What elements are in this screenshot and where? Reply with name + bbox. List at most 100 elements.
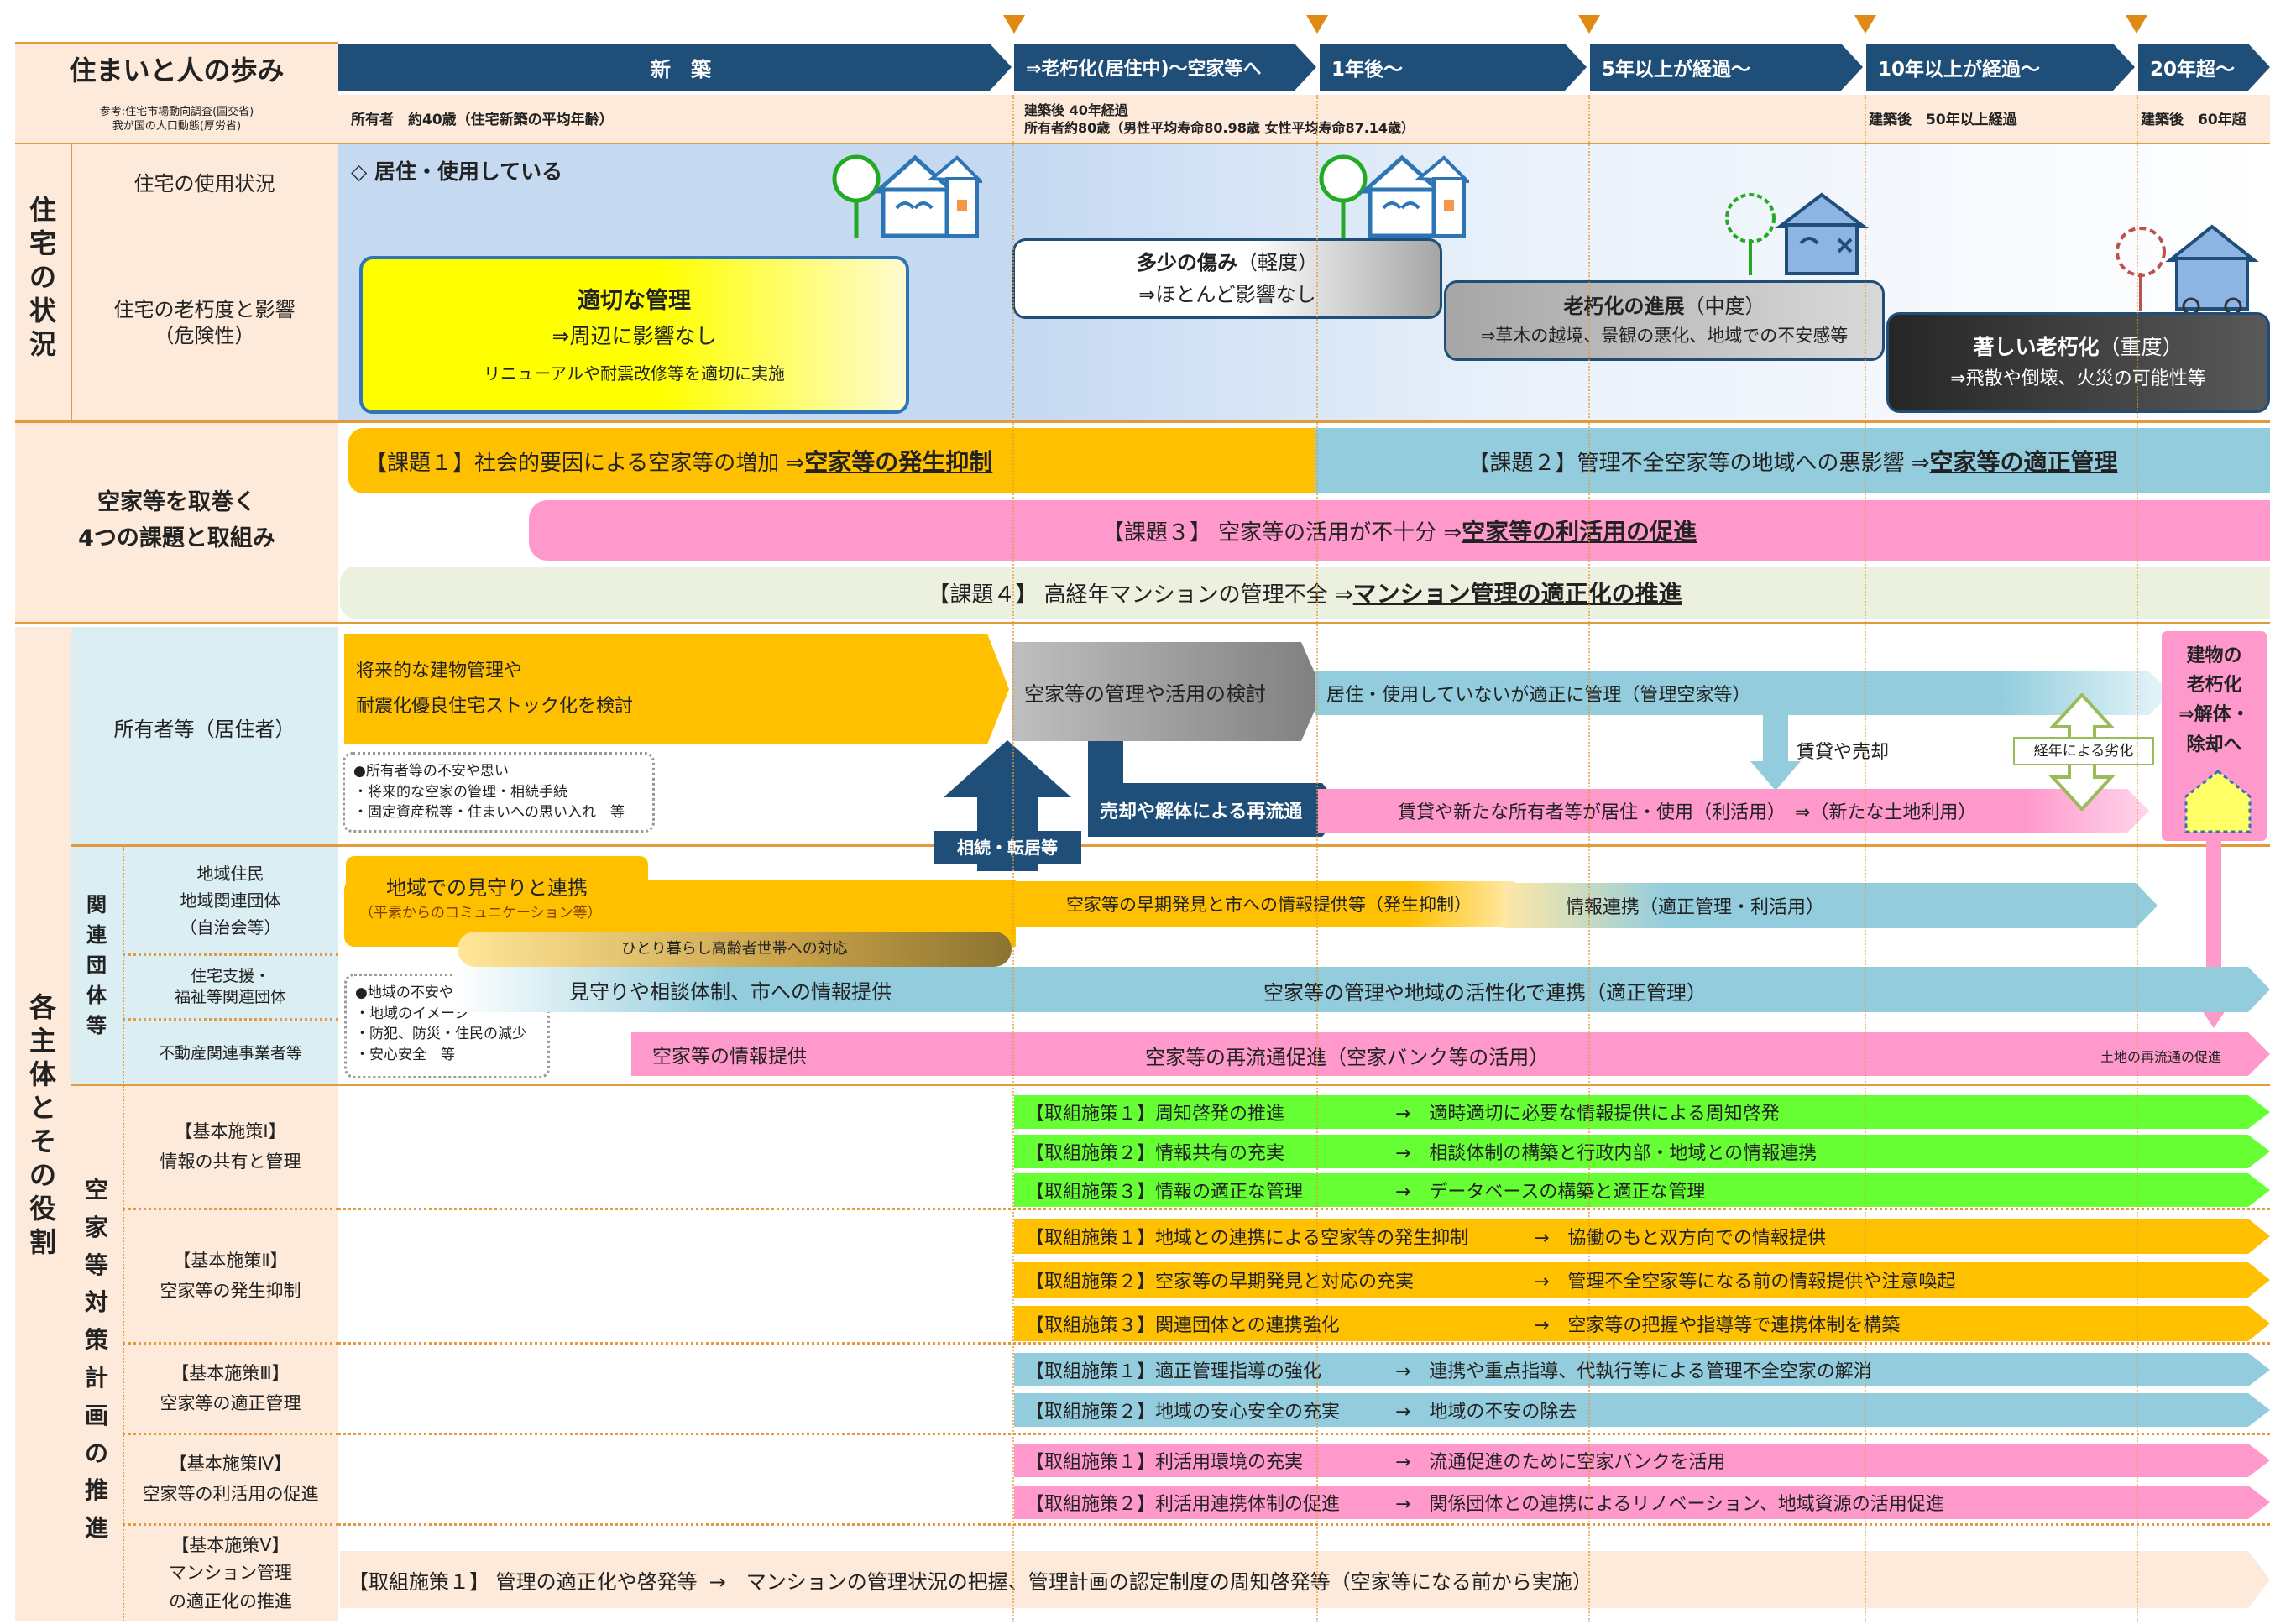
state-medium-sub: （中度） <box>1684 295 1765 318</box>
measure-4-2-desc: → 関係団体との連携によるリノベーション、地域資源の活用促進 <box>1395 1494 1944 1515</box>
state-light-line: ⇒ほとんど影響なし <box>1138 283 1316 306</box>
occupied-label: ◇ 居住・使用している <box>351 159 563 184</box>
timeline-marker <box>2126 15 2147 34</box>
phase-arrow-new: 新 築 <box>338 44 1012 91</box>
timeline-marker <box>1854 15 1876 34</box>
group1-box <box>346 856 648 923</box>
measure-1-2-desc: → 相談体制の構築と行政内部・地域との情報連携 <box>1395 1143 1818 1164</box>
state-light: 多少の傷み（軽度） ⇒ほとんど影響なし <box>1012 238 1442 319</box>
issue-1-key: 空家等の発生抑制 <box>804 448 993 476</box>
phase-note-20year: 建築後 60年超 <box>2141 111 2246 128</box>
owner-arrow-blue: 居住・使用していないが適正に管理（管理空家等） <box>1315 671 2171 715</box>
timeline-guide <box>2137 95 2138 1622</box>
measure-4-2-name: 【取組施策２】利活用連携体制の促進 <box>1026 1494 1341 1515</box>
state-good-note: リニューアルや耐震改修等を適切に実施 <box>484 363 785 384</box>
house-good-icon <box>832 154 982 238</box>
group-2-label: 住宅支援・ 福祉等関連団体 <box>123 956 338 1021</box>
house-severe-icon <box>2116 224 2259 315</box>
timeline-marker <box>1003 15 1025 34</box>
related-canvas <box>338 847 2270 1086</box>
page-title: 住まいと人の歩み <box>69 55 285 87</box>
timeline-guide <box>1012 95 1014 1622</box>
measure-2-2-name: 【取組施策２】空家等の早期発見と対応の充実 <box>1026 1272 1415 1292</box>
phase-note-10year: 建築後 50年以上経過 <box>1869 111 2017 128</box>
note-band <box>338 95 2270 144</box>
owner-row-canvas <box>338 627 2270 847</box>
measure-5-1-name: 【取組施策１】 管理の適正化や啓発等 <box>348 1569 698 1594</box>
related-bg <box>71 847 338 1086</box>
measure-2-3-name: 【取組施策３】関連団体との連携強化 <box>1026 1315 1340 1336</box>
policy-3-label: 【基本施策Ⅲ】 空家等の適正管理 <box>123 1345 338 1435</box>
group-3-label: 不動産関連事業者等 <box>158 1043 302 1063</box>
policy-2-row <box>338 1210 2270 1345</box>
group1-box-sub: （平素からのコミュニケーション等） <box>359 905 602 922</box>
state-good-line: ⇒周辺に影響なし <box>552 323 717 348</box>
section1-bg <box>15 144 338 423</box>
group1-arrow-1: 空家等の早期発見と市への情報提供等（発生抑制） <box>1016 881 1536 927</box>
timeline-guide <box>1588 95 1590 1622</box>
state-severe-line: ⇒飛散や倒壊、火災の可能性等 <box>1950 368 2206 390</box>
issue-4-text: 【課題４】 高経年マンションの管理不全 ⇒ <box>928 582 1353 608</box>
group3-arrow-3-text: 土地の再流通の促進 <box>2100 1049 2222 1065</box>
measure-1-2-name: 【取組施策２】情報共有の充実 <box>1026 1143 1285 1164</box>
issue-3-bar: 【課題３】 空家等の活用が不十分 ⇒ 空家等の利活用の促進 <box>529 500 2270 561</box>
state-medium: 老朽化の進展（中度） ⇒草木の越境、景観の悪化、地域での不安感等 <box>1444 280 1885 361</box>
resale-arrow: 売却や解体による再流通 <box>1088 783 1344 837</box>
deterioration-label: 経年による劣化 <box>2013 737 2154 765</box>
policy-4-label: 【基本施策Ⅳ】 空家等の利活用の促進 <box>123 1435 338 1526</box>
state-medium-line: ⇒草木の越境、景観の悪化、地域での不安感等 <box>1480 326 1849 347</box>
group1-arrow-2: 情報連携（適正管理・利活用） <box>1503 883 2158 928</box>
row-usage-label: 住宅の使用状況 <box>133 172 275 196</box>
section2-canvas <box>338 423 2270 624</box>
measure-3-1-desc: → 連携や重点指導、代執行等による管理不全空家の解消 <box>1395 1361 1872 1382</box>
plan-divider <box>123 1086 124 1621</box>
phase-note-new: 所有者 約40歳（住宅新築の平均年齢） <box>351 111 614 128</box>
measure-3-2-name: 【取組施策２】地域の安心安全の充実 <box>1026 1402 1341 1423</box>
reference-note: 参考:住宅市場動向調査(国交省) 我が国の人口動態(厚労省) <box>99 106 254 133</box>
rent-sale-label: 賃貸や売却 <box>1797 742 1890 763</box>
owner-balloon: ●所有者等の不安や思い ・将来的な空家の管理・相続手続 ・固定資産税等・住まいへ… <box>343 752 655 833</box>
issue-3-text: 【課題３】 空家等の活用が不十分 ⇒ <box>1101 520 1462 546</box>
plan-title: 空 家 等 対 策 計 画 の 推 進 <box>84 1176 108 1543</box>
section3-title: 各 主 体 と そ の 役 割 <box>29 991 56 1258</box>
group2-arrow-2-text: 空家等の管理や地域の活性化で連携（適正管理） <box>1263 981 1707 1005</box>
owner-label: 所有者等（居住者） <box>113 718 296 742</box>
phase-arrow-10year: 10年以上が経過～ <box>1866 44 2135 91</box>
issue-1-text: 【課題１】社会的要因による空家等の増加 ⇒ <box>365 450 805 476</box>
owner-arrow-pink: 賃貸や新たな所有者等が居住・使用（利活用） ⇒（新たな土地利用） <box>1318 789 2149 833</box>
section1-title: 住 宅 の 状 況 <box>29 194 56 360</box>
measure-3-1: 【取組施策１】適正管理指導の強化 → 連携や重点指導、代執行等による管理不全空家の… <box>1014 1353 2270 1386</box>
policy-1-label: 【基本施策Ⅰ】 情報の共有と管理 <box>123 1086 338 1210</box>
related-divider <box>123 847 124 1086</box>
phase-arrow-aging: ⇒老朽化(居住中)～空家等へ <box>1014 44 1316 91</box>
measure-2-2-desc: → 管理不全空家等になる前の情報提供や注意喚起 <box>1534 1272 1956 1292</box>
policy-2-label: 【基本施策Ⅱ】 空家等の発生抑制 <box>123 1210 338 1345</box>
group-1-label: 地域住民 地域関連団体 （自治会等） <box>123 847 338 956</box>
state-good-title: 適切な管理 <box>578 288 691 315</box>
timeline-marker <box>1306 15 1328 34</box>
measure-3-2-desc: → 地域の不安の除去 <box>1395 1402 1577 1423</box>
owner-arrow-consider: 将来的な建物管理や 耐震化優良住宅ストック化を検討 <box>344 634 1009 744</box>
state-severe-sub: （重度） <box>2099 335 2184 360</box>
measure-1-3: 【取組施策３】情報の適正な管理→ データベースの構築と適正な管理 <box>1014 1173 2270 1207</box>
row-aging-label: 住宅の老朽度と影響 （危険性） <box>113 297 296 347</box>
house-light-wear-icon <box>1319 154 1469 238</box>
rent-sale-arrow-icon <box>1750 715 1801 791</box>
issue-4-key: マンション管理の適正化の推進 <box>1352 580 1682 608</box>
issue-2-bar: 【課題２】管理不全空家等の地域への悪影響 ⇒ 空家等の適正管理 <box>1315 428 2270 493</box>
measure-4-1: 【取組施策１】利活用環境の充実→ 流通促進のために空家バンクを活用 <box>1014 1444 2270 1477</box>
owner-row-label-bg <box>71 627 338 847</box>
measure-5-1-desc: → マンションの管理状況の把握、管理計画の認定制度の周知啓発等（空家等になる前か… <box>709 1569 1593 1594</box>
group2-arrow: 見守りや相談体制、市への情報提供 <box>453 967 2270 1012</box>
related-title: 関 連 団 体 等 <box>86 893 107 1037</box>
measure-1-1: 【取組施策１】周知啓発の推進→ 適時適切に必要な情報提供による周知啓発 <box>1014 1095 2270 1129</box>
vacant-house-icon <box>2184 770 2252 833</box>
measure-2-3-desc: → 空家等の把握や指導等で連携体制を構築 <box>1534 1315 1901 1336</box>
policy-5-label: 【基本施策Ⅴ】 マンション管理 の適正化の推進 <box>169 1534 292 1611</box>
issue-4-bar: 【課題４】 高経年マンションの管理不全 ⇒ マンション管理の適正化の推進 <box>340 567 2270 619</box>
measure-3-1-name: 【取組施策１】適正管理指導の強化 <box>1026 1361 1322 1382</box>
phase-arrow-20year: 20年超～ <box>2138 44 2270 91</box>
state-light-title: 多少の傷み <box>1137 250 1237 274</box>
measure-1-1-desc: → 適時適切に必要な情報提供による周知啓発 <box>1395 1104 1780 1125</box>
policy-3-row <box>338 1345 2270 1435</box>
